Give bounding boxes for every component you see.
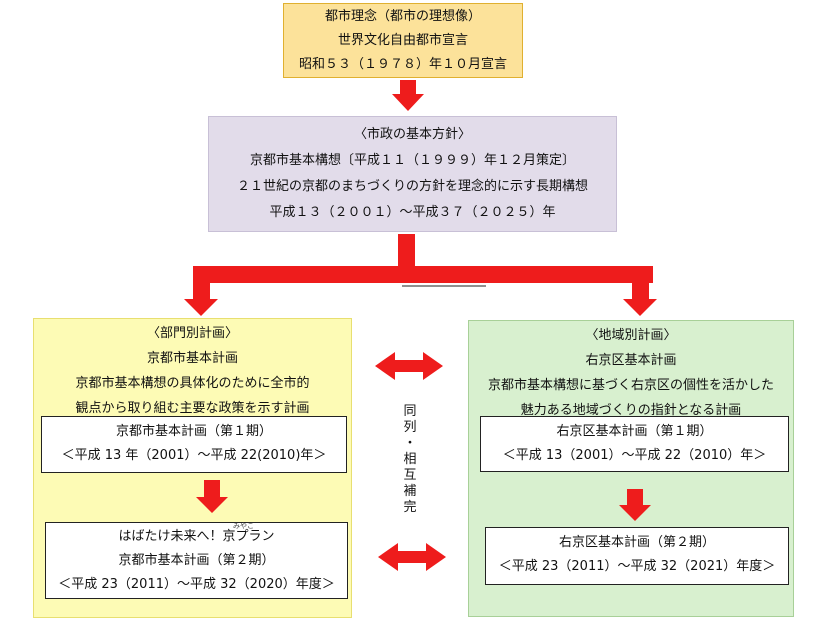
arrow-city-phase1-to-2 [196, 480, 228, 513]
ukyo-plan-phase1-period: ＜平成 13（2001）～平成 22（2010）年＞ [502, 448, 767, 463]
city-ideal-date: 昭和５３（１９７８）年１０月宣言 [298, 57, 507, 72]
regional-plan-panel: 〈地域別計画〉 右京区基本計画 京都市基本構想に基づく右京区の個性を活かした 魅… [468, 320, 794, 617]
double-arrow-lower [378, 543, 446, 571]
ukyo-plan-phase1-box: 右京区基本計画（第１期） ＜平成 13（2001）～平成 22（2010）年＞ [480, 416, 789, 472]
sectoral-plan-header: 〈部門別計画〉 京都市基本計画 京都市基本構想の具体化のために全市的 観点から取… [34, 321, 351, 421]
basic-concept-period: 平成１３（２００１）～平成３７（２０２５）年 [269, 205, 556, 220]
city-plan-phase2-period: ＜平成 23（2011）～平成 32（2020）年度＞ [58, 577, 335, 592]
arrow-ideal-to-policy [392, 80, 424, 111]
arrow-to-regional-plan [623, 282, 657, 316]
ukyo-plan-phase2-period: ＜平成 23（2011）～平成 32（2021）年度＞ [498, 559, 776, 574]
city-ideal-declaration: 世界文化自由都市宣言 [337, 33, 468, 48]
parallel-complementary-label: 同 列 ・ 相 互 補 完 [403, 404, 417, 515]
basic-concept-title: 京都市基本構想〔平成１１（１９９９）年１２月策定〕 [249, 153, 575, 168]
ukyo-plan-phase2-box: 右京区基本計画（第２期） ＜平成 23（2011）～平成 32（2021）年度＞ [485, 527, 789, 585]
branch-stem [398, 234, 415, 272]
branch-bar [193, 266, 653, 283]
double-arrow-upper [375, 352, 443, 380]
ukyo-plan-phase2-title: 右京区基本計画（第２期） [558, 535, 715, 550]
city-basic-plan-desc-1: 京都市基本構想の具体化のために全市的 [75, 376, 310, 391]
regional-plan-header: 〈地域別計画〉 右京区基本計画 京都市基本構想に基づく右京区の個性を活かした 魅… [469, 323, 793, 423]
regional-plan-heading: 〈地域別計画〉 [585, 328, 677, 343]
city-plan-phase1-period: ＜平成 13 年（2001）～平成 22(2010)年＞ [61, 448, 327, 463]
city-basic-plan-title: 京都市基本計画 [146, 351, 238, 366]
sectoral-plan-heading: 〈部門別計画〉 [146, 326, 238, 341]
city-basic-plan-desc-2: 観点から取り組む主要な政策を示す計画 [75, 401, 310, 416]
city-ideal-box: 都市理念（都市の理想像） 世界文化自由都市宣言 昭和５３（１９７８）年１０月宣言 [283, 3, 523, 78]
arrow-ukyo-phase1-to-2 [619, 489, 651, 521]
arrow-to-sectoral-plan [184, 282, 218, 316]
city-plan-phase1-box: 京都市基本計画（第１期） ＜平成 13 年（2001）～平成 22(2010)年… [41, 416, 347, 473]
miyako-ruby: みやこ [233, 522, 254, 530]
basic-policy-box: 〈市政の基本方針〉 京都市基本構想〔平成１１（１９９９）年１２月策定〕 ２１世紀… [208, 116, 617, 232]
ukyo-plan-phase1-title: 右京区基本計画（第１期） [556, 424, 713, 439]
basic-policy-heading: 〈市政の基本方針〉 [353, 127, 471, 142]
city-ideal-heading: 都市理念（都市の理想像） [324, 9, 481, 24]
basic-concept-description: ２１世紀の京都のまちづくりの方針を理念的に示す長期構想 [236, 179, 588, 194]
city-plan-phase2-box: みやこ はばたけ未来へ！京プラン 京都市基本計画（第２期） ＜平成 23（201… [45, 522, 348, 599]
city-plan-phase2-title: 京都市基本計画（第２期） [118, 553, 275, 568]
ukyo-basic-plan-title: 右京区基本計画 [585, 353, 677, 368]
ukyo-basic-plan-desc-2: 魅力ある地域づくりの指針となる計画 [520, 403, 742, 418]
miyako-plan-name: はばたけ未来へ！京プラン [118, 529, 275, 544]
sectoral-plan-panel: 〈部門別計画〉 京都市基本計画 京都市基本構想の具体化のために全市的 観点から取… [33, 318, 352, 618]
city-plan-phase1-title: 京都市基本計画（第１期） [115, 424, 272, 439]
ukyo-basic-plan-desc-1: 京都市基本構想に基づく右京区の個性を活かした [487, 378, 774, 393]
